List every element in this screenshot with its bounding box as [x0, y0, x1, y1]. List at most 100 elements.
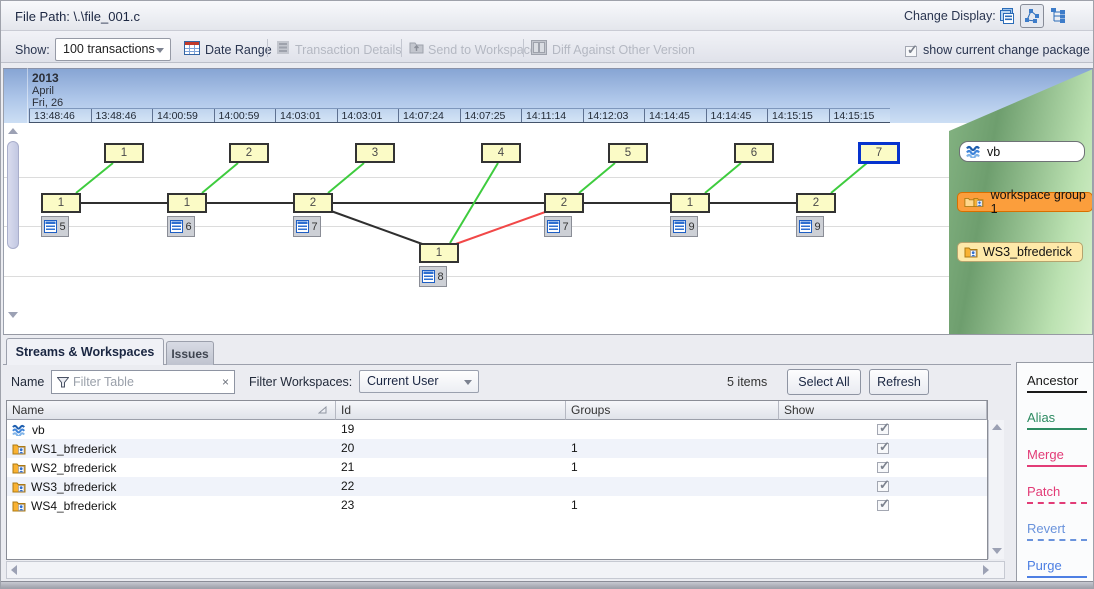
version-node-stream[interactable]: 3 [355, 143, 395, 163]
tree-view-toggle[interactable] [1049, 6, 1069, 26]
calendar-icon [184, 40, 200, 60]
graph-view-toggle-selected[interactable] [1020, 4, 1044, 28]
version-node-workspace[interactable]: 1 [670, 193, 710, 213]
column-header-name[interactable]: Name [7, 401, 336, 420]
transaction-number: 9 [688, 220, 695, 233]
show-checkbox[interactable] [877, 420, 890, 436]
version-node-stream[interactable]: 4 [481, 143, 521, 163]
graph-vertical-scrollbar[interactable] [6, 126, 20, 322]
transaction-badge[interactable]: 9 [670, 216, 698, 237]
transaction-badge[interactable]: 9 [796, 216, 824, 237]
scroll-down-icon[interactable] [992, 548, 1002, 554]
transaction-toolbar: Show: 100 transactions Date Range Transa… [1, 31, 1093, 63]
show-versions-icon[interactable] [997, 6, 1017, 26]
table-vertical-scrollbar[interactable] [988, 420, 1004, 559]
show-change-package-checkbox[interactable] [905, 42, 918, 58]
scroll-down-icon[interactable] [8, 312, 18, 318]
lane-label-text: vb [987, 144, 1001, 159]
scroll-right-icon[interactable] [983, 565, 989, 575]
column-header-show[interactable]: Show [779, 401, 987, 420]
transaction-badge[interactable]: 7 [293, 216, 321, 237]
sort-ascending-icon [318, 406, 327, 414]
window-bottom-edge [1, 581, 1093, 588]
legend-item-revert: Revert [1027, 521, 1093, 541]
version-node-stream[interactable]: 5 [608, 143, 648, 163]
scroll-up-icon[interactable] [992, 424, 1002, 430]
show-checkbox[interactable] [877, 496, 890, 512]
scrollbar-thumb[interactable] [7, 141, 19, 249]
transaction-number: 7 [311, 220, 318, 233]
transaction-badge[interactable]: 5 [41, 216, 69, 237]
select-all-button[interactable]: Select All [787, 369, 861, 395]
legend-item-merge: Merge [1027, 447, 1093, 467]
transaction-badge[interactable]: 6 [167, 216, 195, 237]
row-groups [566, 477, 779, 496]
scroll-up-icon[interactable] [8, 128, 18, 134]
title-bar: File Path: \.\file_001.c Change Display: [1, 1, 1093, 31]
filter-workspaces-label: Filter Workspaces: [249, 375, 353, 389]
filter-table-input[interactable] [73, 375, 218, 389]
panel-border [3, 69, 4, 334]
legend-item-purge: Purge [1027, 558, 1093, 578]
version-node-stream-selected[interactable]: 7 [858, 142, 900, 164]
clear-filter-icon[interactable]: × [221, 375, 229, 389]
workspace-group-icon [964, 197, 984, 207]
scroll-left-icon[interactable] [11, 565, 17, 575]
row-id: 22 [341, 479, 355, 493]
table-horizontal-scrollbar[interactable] [6, 561, 1005, 579]
row-id: 19 [341, 422, 355, 436]
transaction-doc-icon [799, 220, 813, 233]
tab-streams-workspaces[interactable]: Streams & Workspaces [6, 338, 164, 365]
lane-label-workspace-group[interactable]: workspace group 1 [957, 188, 1093, 216]
lane-label-text: WS3_bfrederick [983, 245, 1072, 259]
show-checkbox[interactable] [877, 458, 890, 474]
workspace-icon [12, 482, 26, 492]
version-node-stream[interactable]: 6 [734, 143, 774, 163]
time-tick: 14:14:45 [644, 109, 706, 122]
table-row[interactable]: WS4_bfrederick 23 1 [7, 496, 987, 515]
legend-line-sample [1027, 502, 1087, 504]
show-checkbox[interactable] [877, 439, 890, 455]
column-header-groups[interactable]: Groups [566, 401, 779, 420]
items-count: 5 items [727, 375, 768, 389]
table-row[interactable]: vb 19 [7, 420, 987, 439]
toolbar-separator [523, 39, 524, 57]
transaction-details-button-disabled: Transaction Details [295, 43, 402, 57]
version-node-workspace[interactable]: 1 [41, 193, 81, 213]
transaction-doc-icon [673, 220, 687, 233]
send-to-workspace-button-disabled: Send to Workspace [428, 43, 537, 57]
version-node-workspace[interactable]: 1 [167, 193, 207, 213]
date-range-button[interactable]: Date Range [205, 43, 272, 57]
transaction-badge[interactable]: 8 [419, 266, 447, 287]
edge-legend-panel: Ancestor Alias Merge Patch Revert Purge [1016, 362, 1093, 588]
table-row[interactable]: WS2_bfrederick 21 1 [7, 458, 987, 477]
merge-edge [452, 210, 549, 246]
transactions-count-dropdown[interactable]: 100 transactions [55, 38, 171, 61]
version-node-workspace[interactable]: 2 [293, 193, 333, 213]
row-name: WS4_bfrederick [31, 498, 117, 513]
transaction-doc-icon [170, 220, 184, 233]
workspace-filter-dropdown[interactable]: Current User [359, 370, 479, 393]
version-node-workspace[interactable]: 2 [544, 193, 584, 213]
version-node-merge[interactable]: 1 [419, 243, 459, 263]
lane-label-stream[interactable]: vb [959, 141, 1085, 162]
table-row[interactable]: WS1_bfrederick 20 1 [7, 439, 987, 458]
transactions-count-value: 100 transactions [63, 42, 155, 56]
tab-issues[interactable]: Issues [166, 341, 214, 365]
table-row[interactable]: WS3_bfrederick 22 [7, 477, 987, 496]
version-node-workspace[interactable]: 2 [796, 193, 836, 213]
workspace-icon [12, 444, 26, 454]
version-node-stream[interactable]: 1 [104, 143, 144, 163]
refresh-button[interactable]: Refresh [869, 369, 929, 395]
legend-item-ancestor: Ancestor [1027, 373, 1093, 393]
lane-label-workspace[interactable]: WS3_bfrederick [957, 242, 1083, 262]
transaction-badge[interactable]: 7 [544, 216, 572, 237]
diff-icon [531, 40, 547, 60]
chevron-down-icon [156, 48, 164, 53]
show-checkbox[interactable] [877, 477, 890, 493]
time-tick: 14:03:01 [336, 109, 399, 122]
version-graph-edges [75, 162, 868, 246]
version-node-stream[interactable]: 2 [229, 143, 269, 163]
column-header-id[interactable]: Id [336, 401, 566, 420]
